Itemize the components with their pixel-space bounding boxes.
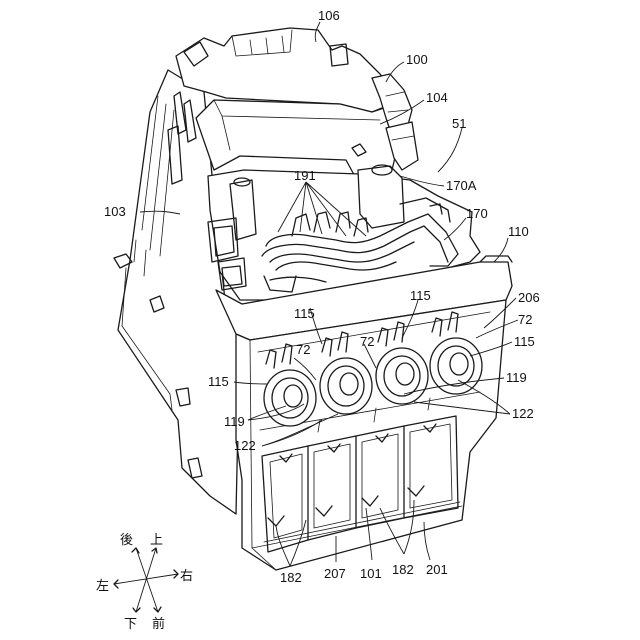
label-72-c: 72: [360, 334, 374, 349]
label-106: 106: [318, 8, 340, 23]
label-122-b: 122: [234, 438, 256, 453]
label-170a: 170A: [446, 178, 477, 193]
arrow-back-icon: [132, 548, 139, 553]
label-104: 104: [426, 90, 448, 105]
label-115-d: 115: [208, 374, 229, 389]
compass-up-label: 上: [150, 533, 163, 548]
label-206: 206: [518, 290, 540, 305]
compass-down-label: 下: [124, 617, 137, 632]
label-51: 51: [452, 116, 466, 131]
compass-back-label: 後: [120, 533, 133, 548]
label-119-b: 119: [224, 414, 245, 429]
label-207: 207: [324, 566, 346, 581]
rear-frame: [176, 28, 418, 186]
direction-compass: 後 上 左 右 下 前: [96, 533, 193, 632]
compass-front-label: 前: [152, 616, 165, 632]
compass-right-label: 右: [180, 569, 193, 584]
label-103: 103: [104, 204, 126, 219]
axis-left-right: [114, 574, 178, 584]
label-115-b: 115: [410, 288, 431, 303]
label-115-a: 115: [294, 306, 315, 321]
label-115-c: 115: [514, 334, 535, 349]
label-72-b: 72: [296, 342, 310, 357]
compass-left-label: 左: [96, 579, 109, 594]
label-72-a: 72: [518, 312, 532, 327]
label-119-a: 119: [506, 370, 527, 385]
label-182-b: 182: [392, 562, 414, 577]
label-191: 191: [294, 168, 316, 183]
front-housing: [216, 256, 512, 570]
label-110: 110: [508, 224, 529, 239]
label-122-a: 122: [512, 406, 534, 421]
label-182-a: 182: [280, 570, 302, 585]
label-170: 170: [466, 206, 488, 221]
label-201: 201: [426, 562, 448, 577]
label-101: 101: [360, 566, 382, 581]
label-100: 100: [406, 52, 428, 67]
